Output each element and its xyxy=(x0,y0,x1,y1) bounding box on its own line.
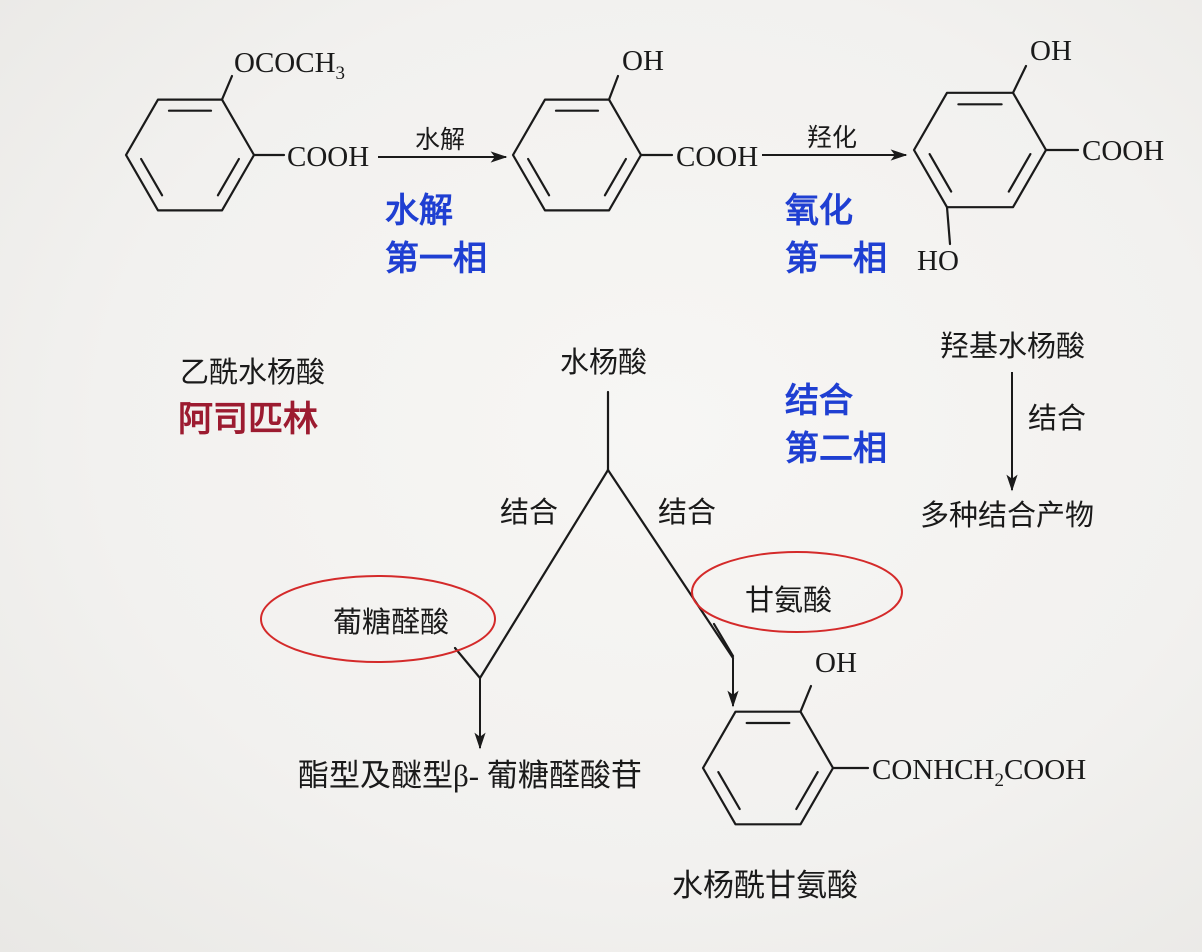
conjugation-vertical-arrow-label: 结合 xyxy=(1028,402,1086,435)
branch-right-line xyxy=(606,468,735,660)
hydroxysalicylic-acid-ho-label: HO xyxy=(917,245,959,277)
phase-oxidation-type: 氧化 xyxy=(785,191,853,231)
salicyluric-acid-benzene-ring-outline xyxy=(701,710,835,826)
phase-oxidation-phase: 第一相 xyxy=(785,239,887,279)
salicyluric-acid-side-chain-label: CONHCH2COOH xyxy=(872,754,1086,791)
phase-conjugation-type: 结合 xyxy=(785,381,853,421)
salicylic-acid-benzene-ring-double-bond-1 xyxy=(603,157,628,197)
hydroxysalicylic-acid-cooh-label: COOH xyxy=(1082,135,1164,167)
hydroxysalicylic-acid-ho-bond xyxy=(945,206,952,246)
phase-conjugation-phase: 第二相 xyxy=(785,429,887,469)
glycine-label: 甘氨酸 xyxy=(745,584,832,617)
hydroxysalicylic-acid-oh-label: OH xyxy=(1030,35,1072,67)
aspirin-benzene-ring-double-bond-1 xyxy=(216,157,240,197)
hydroxysalicylic-acid-benzene-ring-double-bond-1 xyxy=(1007,153,1032,193)
salicyluric-acid-benzene-ring-double-bond-1 xyxy=(795,770,819,811)
side-chain-tail: COOH xyxy=(1004,754,1086,786)
hydroxysalicylic-acid-oh-bond xyxy=(1011,64,1028,94)
hydroxysalicylic-acid-benzene-ring xyxy=(912,91,1048,209)
conjugation-left-branch-label: 结合 xyxy=(500,496,558,529)
aspirin-cooh-label: COOH xyxy=(287,141,369,173)
glucuronide-product-name: 酯型及醚型β- 葡糖醛酸苷 xyxy=(298,758,642,793)
salicylic-acid-benzene-ring xyxy=(511,98,643,212)
aspirin-ococh3-bond xyxy=(220,74,234,101)
aspirin-benzene-ring xyxy=(124,98,256,212)
glucuronic-acid-highlight-ellipse xyxy=(260,575,496,663)
glucuronic-acid-join-line xyxy=(453,646,482,680)
aspirin-ococh3-main: OCOCH xyxy=(234,47,336,79)
salicylic-acid-oh-label: OH xyxy=(622,45,664,77)
glycine-join-line xyxy=(712,622,735,658)
salicylic-acid-cooh-label: COOH xyxy=(676,141,758,173)
aspirin-chemical-name: 乙酰水杨酸 xyxy=(180,356,325,389)
glycine-highlight-ellipse xyxy=(691,551,903,633)
salicyluric-acid-oh-label: OH xyxy=(815,647,857,679)
aspirin-benzene-ring-outline xyxy=(124,98,256,212)
aspirin-ococh3-label: OCOCH3 xyxy=(234,47,345,84)
salicyluric-acid-benzene-ring xyxy=(701,710,835,826)
hydroxysalicylic-acid-name: 羟基水杨酸 xyxy=(940,330,1085,363)
salicyluric-acid-name: 水杨酰甘氨酸 xyxy=(672,868,858,903)
hydrolysis-arrow-label: 水解 xyxy=(415,126,465,154)
salicylic-acid-name: 水杨酸 xyxy=(560,346,647,379)
branch-left-line xyxy=(478,468,610,680)
phase-hydrolysis-type: 水解 xyxy=(385,191,453,231)
conjugates-product-name: 多种结合产物 xyxy=(920,499,1094,532)
aspirin-benzene-ring-double-bond-2 xyxy=(140,157,164,197)
side-chain-subscript: 2 xyxy=(994,770,1004,791)
hydroxysalicylic-acid-benzene-ring-double-bond-2 xyxy=(928,153,953,193)
aspirin-ococh3-subscript: 3 xyxy=(336,63,346,84)
salicylic-acid-benzene-ring-outline xyxy=(511,98,643,212)
salicyluric-acid-benzene-ring-double-bond-2 xyxy=(717,770,741,811)
phase-hydrolysis-phase: 第一相 xyxy=(385,239,487,279)
hydroxylation-arrow-label: 羟化 xyxy=(807,124,857,152)
glucuronic-acid-label: 葡糖醛酸 xyxy=(333,606,449,639)
aspirin-common-name: 阿司匹林 xyxy=(178,400,318,440)
salicylic-acid-oh-bond xyxy=(607,74,620,101)
salicyluric-acid-oh-bond xyxy=(799,684,813,713)
salicylic-acid-benzene-ring-double-bond-2 xyxy=(526,157,551,197)
conjugation-right-branch-label: 结合 xyxy=(658,496,716,529)
side-chain-main: CONHCH xyxy=(872,754,995,786)
hydroxysalicylic-acid-benzene-ring-outline xyxy=(912,91,1048,209)
